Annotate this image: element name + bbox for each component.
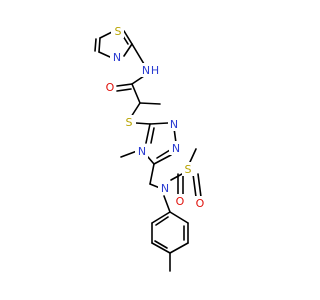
bond-triazole [149, 122, 169, 125]
atom-label-n-thiazole: N [113, 51, 121, 64]
bond-thiazole-double [94, 38, 97, 52]
atom-labels: S N N H O S N N N N S O O [103, 24, 207, 210]
bond-triazole-double [156, 149, 171, 159]
bond-triazole [153, 154, 172, 165]
bond-thiazole [123, 30, 133, 45]
atom-label-n-amide: N [142, 64, 150, 77]
bond-s-oxygen-2-double [197, 173, 202, 198]
bond-alpha-sulfur [130, 102, 141, 118]
atom-label-o-sulfonyl-2: O [196, 197, 205, 210]
atom-label-s-thiazole: S [115, 25, 122, 38]
bond-carbonyl-oxygen-double [116, 88, 132, 92]
structure-canvas: S N N H O S N N N N S O O [94, 24, 207, 272]
bond-thiazole [98, 37, 101, 53]
bonds [94, 30, 202, 272]
bond-triazole [147, 156, 155, 165]
atom-label-n-sulfonamide: N [161, 182, 169, 195]
bond-aryl [151, 242, 171, 254]
bond-triazole [145, 123, 151, 144]
molecule-structure: S N N H O S N N N N S O O [94, 24, 207, 272]
bond-n-sulfonyl [170, 173, 183, 181]
atom-label-n-triazole-a: N [170, 118, 178, 131]
bond-thiazole [123, 43, 133, 57]
bond-sulfur-triazole [135, 122, 151, 125]
bond-triazole-ch2 [149, 163, 155, 185]
bond-thiazole [98, 51, 111, 58]
bond-aryl [151, 211, 171, 224]
bond-carbonyl-oxygen [116, 83, 133, 87]
atom-label-s-sulfonyl: S [185, 163, 192, 176]
bond-aryl [169, 242, 189, 254]
atom-label-n-triazole-b: N [172, 142, 180, 155]
bond-aryl [169, 211, 189, 224]
bond-thiazole [99, 31, 113, 39]
bond-s-oxygen-2 [192, 173, 197, 198]
bond-n-methyl [120, 150, 138, 158]
bond-nh-carbonyl [131, 75, 145, 85]
bond-aryl-double [155, 216, 169, 226]
bond-alpha-methyl [139, 102, 161, 105]
bond-s-methyl [189, 148, 197, 163]
atom-label-o-sulfonyl-1: O [176, 195, 185, 208]
bond-n-aryl [163, 195, 171, 213]
atom-label-n-triazole-methyl: N [138, 145, 146, 158]
bond-c2-nh [131, 43, 145, 65]
atom-label-s-thioether: S [126, 116, 133, 129]
atom-label-h-amide: H [151, 64, 159, 77]
bond-triazole-double [150, 127, 155, 144]
bond-aryl-double [154, 240, 168, 249]
atom-label-o-amide: O [106, 81, 115, 94]
bond-carbonyl-alpha [131, 83, 141, 104]
